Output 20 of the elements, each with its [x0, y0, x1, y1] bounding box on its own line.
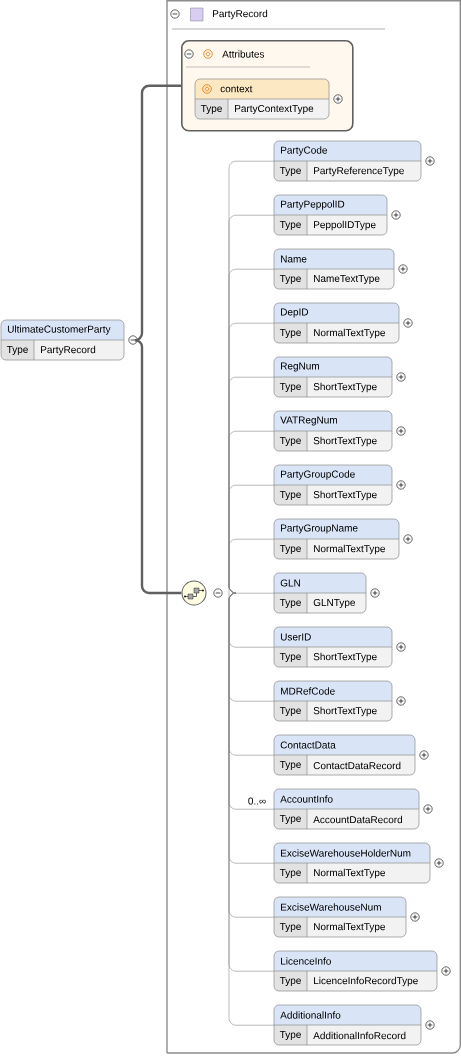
element-box: GLN Type GLNType	[273, 572, 367, 614]
element-box: PartyCode Type PartyReferenceType	[273, 140, 422, 182]
element-box: MDRefCode Type ShortTextType	[273, 680, 393, 722]
element-box: ExciseWarehouseNum Type NormalTextType	[273, 896, 407, 938]
element-box: AdditionalInfo Type AdditionalInfoRecord	[273, 1004, 422, 1046]
element-box: PartyPeppolID Type PeppolIDType	[273, 194, 388, 236]
element-box: Name Type NameTextType	[273, 248, 395, 290]
edge-label: 0..∞	[246, 796, 268, 806]
element-box: ExciseWarehouseHolderNum Type NormalTextType	[273, 842, 431, 884]
element-box: UserID Type ShortTextType	[273, 626, 393, 668]
element-box: RegNum Type ShortTextType	[273, 356, 393, 398]
element-box: LicenceInfo Type LicenceInfoRecordType	[273, 950, 438, 992]
element-box: AccountInfo Type AccountDataRecord	[273, 788, 420, 830]
element-box: context Type PartyContextType	[194, 78, 330, 120]
element-box: DepID Type NormalTextType	[273, 302, 400, 344]
element-box: PartyGroupCode Type ShortTextType	[273, 464, 393, 506]
element-box: ContactData Type ContactDataRecord	[273, 734, 416, 776]
element-box: VATRegNum Type ShortTextType	[273, 410, 393, 452]
element-box: UltimateCustomerParty Type PartyRecord	[0, 319, 125, 361]
element-box: PartyGroupName Type NormalTextType	[273, 518, 400, 560]
